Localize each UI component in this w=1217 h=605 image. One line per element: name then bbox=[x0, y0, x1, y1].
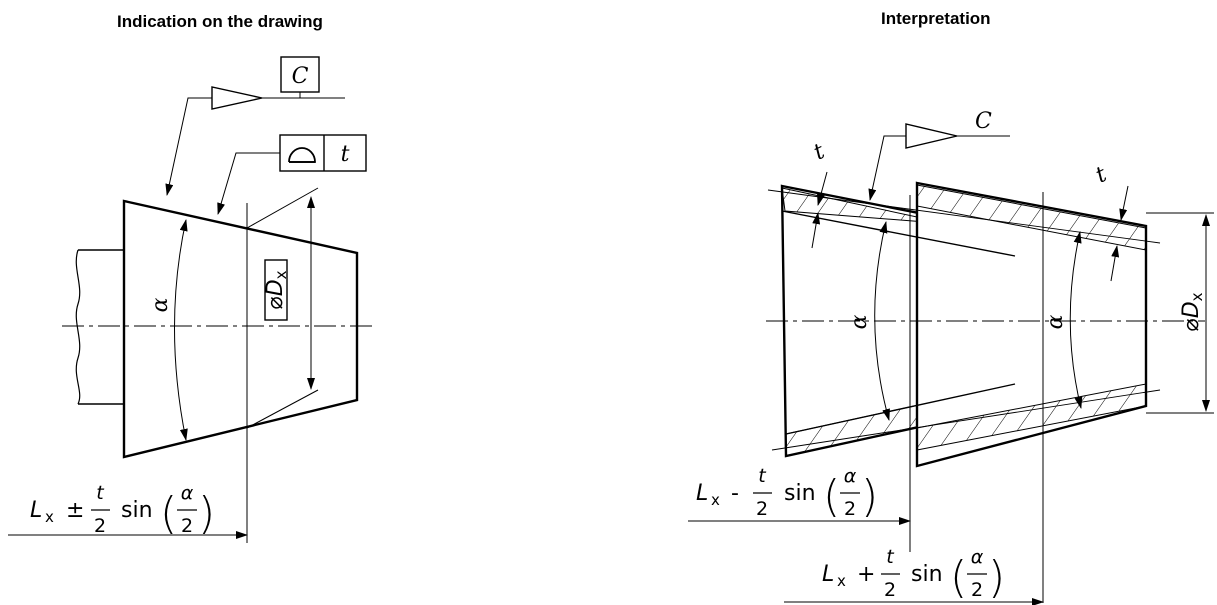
datum-reference: C bbox=[165, 56, 345, 196]
svg-text:2: 2 bbox=[844, 498, 856, 520]
tolerance-value: t bbox=[341, 142, 350, 167]
exact-diameter-box: ⌀Dx bbox=[263, 259, 290, 321]
t-label-left: t bbox=[810, 139, 829, 165]
alpha-arc-left bbox=[174, 219, 188, 441]
alpha-arc-right-2 bbox=[1069, 231, 1083, 409]
datum-letter: C bbox=[292, 64, 309, 89]
alpha-label-right-2: α bbox=[1043, 314, 1068, 329]
svg-text:±: ± bbox=[66, 498, 84, 523]
left-drawing: α ⌀Dx C t L x bbox=[8, 56, 374, 543]
svg-text:L: L bbox=[30, 498, 42, 523]
cone-outline bbox=[122, 199, 359, 459]
tolerance-frame: t bbox=[217, 134, 367, 215]
svg-text:2: 2 bbox=[884, 579, 896, 601]
svg-text:t: t bbox=[758, 465, 767, 487]
svg-text:2: 2 bbox=[971, 579, 983, 601]
svg-text:(: ( bbox=[160, 488, 177, 539]
svg-text:L: L bbox=[696, 481, 708, 506]
svg-text:α: α bbox=[844, 465, 857, 487]
svg-text:C: C bbox=[975, 109, 992, 134]
svg-text:2: 2 bbox=[94, 515, 106, 537]
svg-text:(: ( bbox=[950, 552, 967, 603]
datum-reference-right: C bbox=[868, 109, 1010, 201]
diameter-d: D bbox=[263, 279, 288, 296]
datum-triangle bbox=[211, 86, 263, 110]
shaft-stub bbox=[75, 249, 124, 405]
svg-text:α: α bbox=[971, 546, 984, 568]
svg-text:): ) bbox=[988, 552, 1005, 603]
formula-right-minus: L x - t 2 sin ( α 2 ) bbox=[696, 465, 878, 522]
svg-text:x: x bbox=[837, 572, 846, 590]
svg-text:): ) bbox=[198, 488, 215, 539]
alpha-label-right-1: α bbox=[847, 314, 872, 329]
svg-text:x: x bbox=[45, 508, 54, 526]
right-drawing: ⌀Dx α α t t C L x - t 2 sin ( bbox=[688, 109, 1214, 605]
svg-text:2: 2 bbox=[181, 515, 193, 537]
diameter-label-right: ⌀Dx bbox=[1179, 292, 1206, 331]
svg-text:L: L bbox=[822, 562, 834, 587]
svg-text:t: t bbox=[886, 546, 895, 568]
svg-text:⌀Dx: ⌀Dx bbox=[263, 270, 290, 309]
svg-text:t: t bbox=[96, 482, 105, 504]
heading-left: Indication on the drawing bbox=[117, 12, 323, 31]
svg-text:x: x bbox=[711, 491, 720, 509]
svg-text:): ) bbox=[861, 471, 878, 522]
svg-text:2: 2 bbox=[756, 498, 768, 520]
diameter-x: x bbox=[272, 270, 290, 279]
t-label-right: t bbox=[1092, 162, 1111, 188]
svg-text:(: ( bbox=[823, 471, 840, 522]
profile-of-surface-icon bbox=[288, 147, 316, 163]
heading-right: Interpretation bbox=[881, 9, 991, 28]
svg-text:sin: sin bbox=[121, 498, 153, 523]
formula-right-plus: L x + t 2 sin ( α 2 ) bbox=[822, 546, 1005, 603]
svg-text:α: α bbox=[181, 482, 194, 504]
formula-left: L x ± t 2 sin ( α 2 ) bbox=[30, 482, 215, 539]
svg-text:-: - bbox=[731, 481, 739, 506]
alpha-label-left: α bbox=[148, 297, 173, 312]
alpha-arc-right-1 bbox=[874, 221, 890, 421]
svg-text:sin: sin bbox=[911, 562, 943, 587]
diameter-symbol: ⌀ bbox=[263, 296, 288, 309]
svg-text:+: + bbox=[857, 562, 875, 587]
svg-text:sin: sin bbox=[784, 481, 816, 506]
